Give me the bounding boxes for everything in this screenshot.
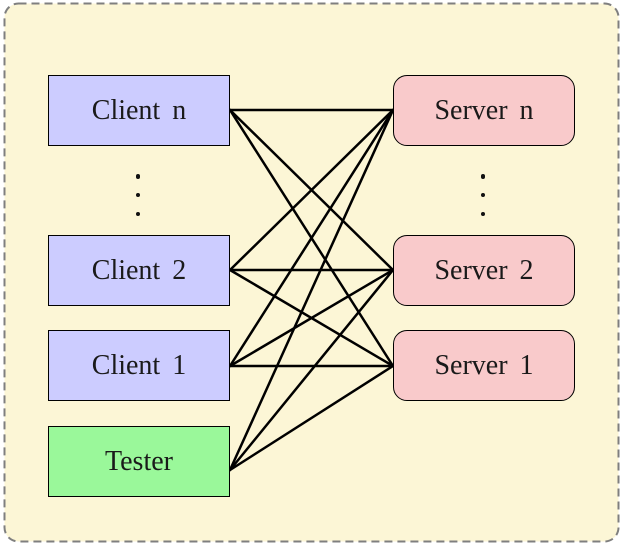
node-client-n: Client n — [48, 75, 230, 146]
ellipsis-dot — [135, 174, 141, 179]
ellipsis-dot — [135, 211, 141, 216]
vertical-ellipsis-clients — [133, 174, 143, 216]
node-label: Server 1 — [434, 349, 534, 381]
ellipsis-dot — [480, 192, 486, 198]
edges-group — [228, 108, 395, 472]
node-server-2: Server 2 — [393, 235, 575, 306]
node-label: Client n — [91, 94, 187, 126]
edge-tester-to-server-1 — [228, 364, 395, 472]
node-server-n: Server n — [393, 75, 575, 146]
edge-client-1-to-server-n — [228, 108, 395, 368]
node-label: Tester — [104, 445, 173, 477]
node-label: Server 2 — [434, 254, 534, 286]
node-client-2: Client 2 — [48, 235, 230, 306]
edge-tester-to-server-2 — [228, 268, 395, 472]
node-label: Client 1 — [91, 349, 187, 381]
edge-tester-to-server-n — [228, 108, 395, 472]
node-tester: Tester — [48, 426, 230, 497]
node-label: Server n — [434, 94, 534, 126]
edge-client-2-to-server-n — [228, 108, 395, 272]
ellipsis-dot — [480, 211, 486, 216]
ellipsis-dot — [480, 174, 486, 179]
ellipsis-dot — [135, 192, 141, 198]
edge-client-1-to-server-2 — [228, 268, 395, 368]
node-label: Client 2 — [91, 254, 187, 286]
node-client-1: Client 1 — [48, 330, 230, 401]
vertical-ellipsis-servers — [478, 174, 488, 216]
node-server-1: Server 1 — [393, 330, 575, 401]
